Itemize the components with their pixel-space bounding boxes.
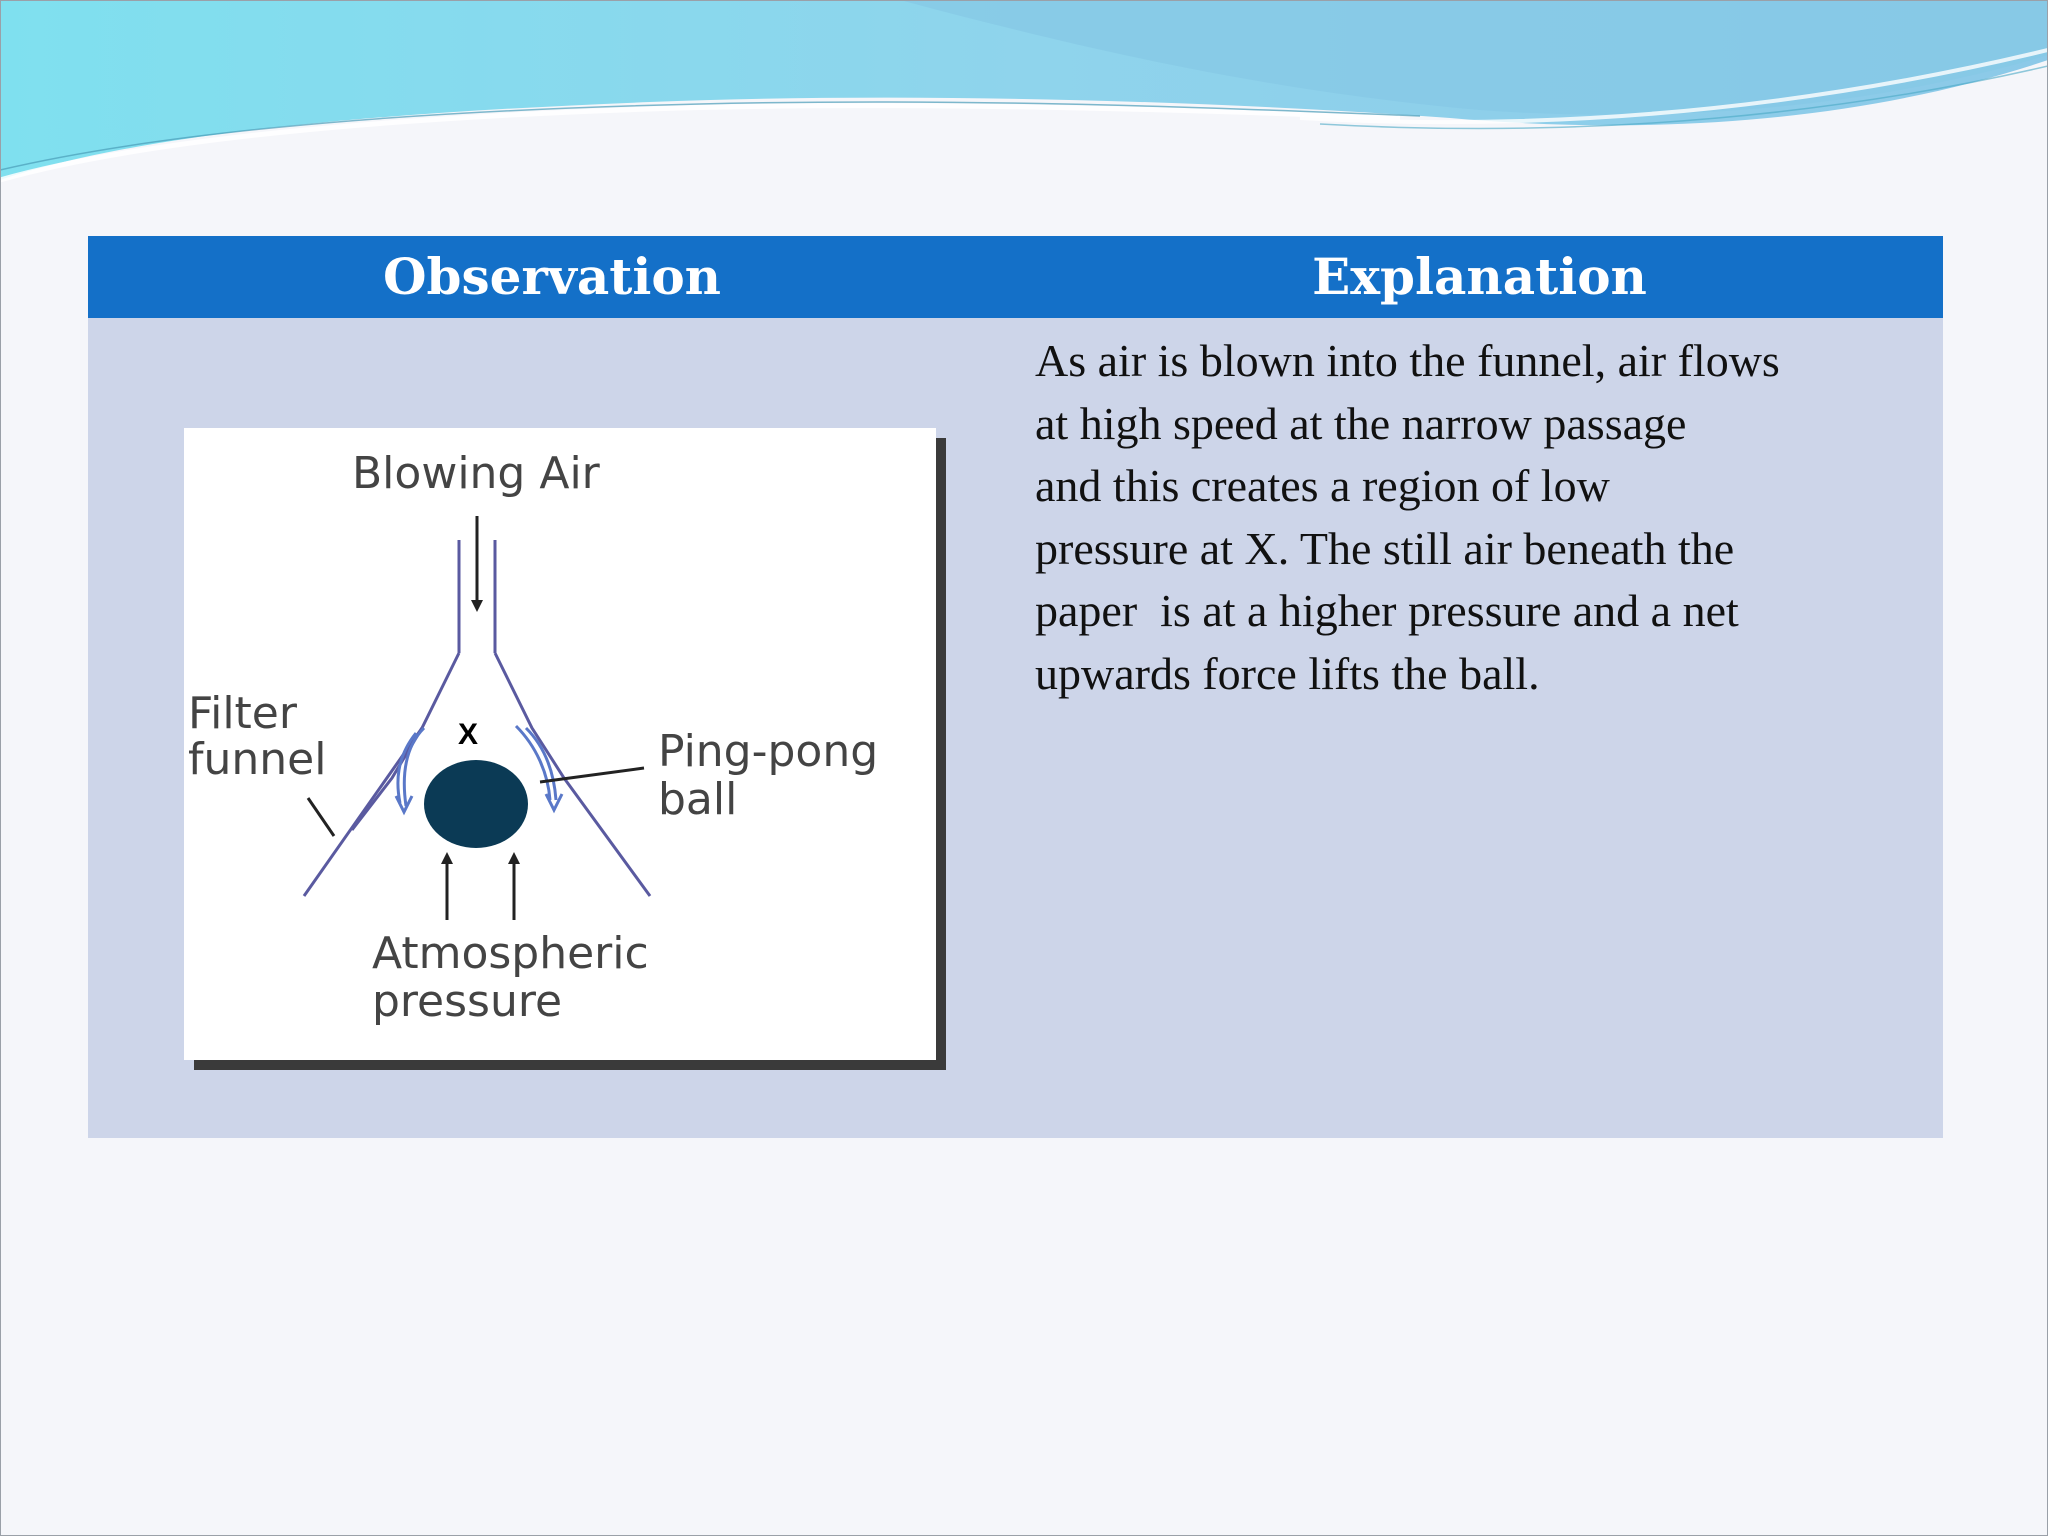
table-header-row: Observation Explanation bbox=[88, 236, 1943, 318]
label-filter: Filter bbox=[188, 688, 298, 739]
diagram-drawing: Blowing Air Filter funnel X Ping-pong ba… bbox=[188, 448, 878, 1027]
label-ping-pong: Ping-pong bbox=[658, 726, 878, 777]
down-arrow-icon bbox=[471, 516, 483, 612]
funnel-diagram: Blowing Air Filter funnel X Ping-pong ba… bbox=[184, 428, 936, 1060]
label-ball: ball bbox=[658, 774, 737, 825]
label-atmospheric: Atmospheric bbox=[372, 928, 649, 979]
table-body-row: Blowing Air Filter funnel X Ping-pong ba… bbox=[88, 318, 1943, 1138]
label-funnel: funnel bbox=[188, 734, 326, 785]
label-blowing-air: Blowing Air bbox=[352, 448, 601, 499]
observation-table: Observation Explanation bbox=[88, 236, 1943, 1138]
ping-pong-ball-icon bbox=[424, 760, 528, 848]
top-wave-decoration bbox=[0, 0, 2048, 183]
explanation-text: As air is blown into the funnel, air flo… bbox=[1035, 335, 1780, 699]
up-arrow-icon bbox=[441, 852, 520, 920]
header-observation: Observation bbox=[382, 247, 722, 306]
label-pressure: pressure bbox=[372, 976, 562, 1027]
header-explanation: Explanation bbox=[1312, 247, 1647, 306]
airflow-arrow-icon bbox=[394, 724, 564, 816]
label-x-marker: X bbox=[458, 718, 478, 751]
